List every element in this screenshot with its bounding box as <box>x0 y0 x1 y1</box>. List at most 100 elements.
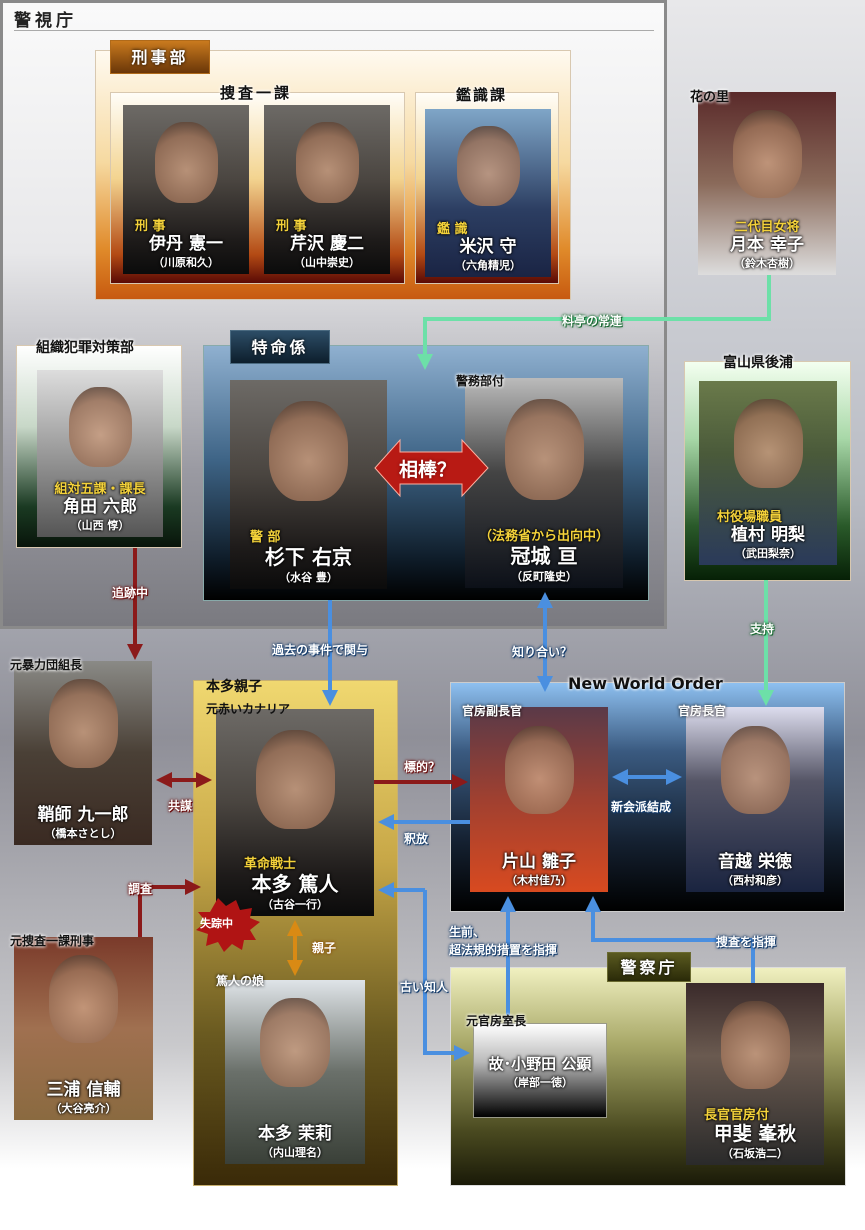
person-card-kakuta[interactable]: 組対五課・課長角田 六郎 （山西 惇） <box>37 370 163 537</box>
person-actor: （橋本さとし） <box>44 827 122 840</box>
person-card-onoda[interactable]: 故･小野田 公顕（岸部一徳） <box>473 1023 607 1118</box>
kaburagi-position-label: 警務部付 <box>456 374 505 388</box>
organized-crime-title: 組織犯罪対策部 <box>36 340 134 356</box>
person-role: 刑 事 <box>135 219 166 234</box>
person-actor: （山中崇史） <box>294 256 360 269</box>
person-card-otogoshi[interactable]: 音越 栄徳 （西村和彦） <box>686 707 824 892</box>
person-name: 角田 六郎 <box>63 497 137 517</box>
portrait-image <box>456 125 520 207</box>
criminal-dept-tag: 刑事部 <box>110 40 210 74</box>
person-name: 冠城 亘 <box>510 544 578 568</box>
portrait-image <box>720 1001 790 1089</box>
person-caption: 警 部杉下 右京（水谷 豊） <box>230 526 387 585</box>
person-actor: （山西 惇） <box>70 519 130 532</box>
person-card-honda[interactable]: 革命戦士本多 篤人（古谷一行） <box>216 709 374 916</box>
conspiracy-label: 共謀 <box>168 799 193 813</box>
person-caption: 鑑 識米沢 守（六角精児） <box>425 218 551 273</box>
person-caption: 刑 事芹沢 慶二 （山中崇史） <box>264 215 390 270</box>
person-caption: 長官官房付甲斐 峯秋（石坂浩二） <box>686 1104 824 1161</box>
person-actor: （内山理名） <box>262 1146 328 1159</box>
person-role: 革命戦士 <box>244 857 297 872</box>
onoda-position-label: 元官房室長 <box>466 1014 527 1028</box>
person-caption: 片山 雛子（木村佳乃） <box>470 852 608 888</box>
person-card-tsukimoto[interactable]: 二代目女将月本 幸子 （鈴木杏樹） <box>698 92 836 275</box>
release-label: 釈放 <box>404 832 429 846</box>
person-card-miura[interactable]: 三浦 信輔 （大谷亮介） <box>14 937 153 1120</box>
person-actor: （反町隆史） <box>511 570 577 583</box>
person-caption: 鞘師 九一郎（橋本さとし） <box>14 805 152 841</box>
person-caption: 音越 栄徳 （西村和彦） <box>686 852 824 888</box>
toyama-title: 富山県後浦 <box>723 355 793 371</box>
person-card-uemura[interactable]: 村役場職員植村 明梨（武田梨奈） <box>699 381 837 565</box>
person-role: 警 部 <box>250 530 281 545</box>
person-card-mari[interactable]: 本多 茉莉 （内山理名） <box>225 980 365 1164</box>
hananosato-title: 花の里 <box>690 90 730 105</box>
person-caption: 本多 茉莉 （内山理名） <box>225 1124 365 1160</box>
person-actor: （武田梨奈） <box>735 547 801 560</box>
mari-position-label: 篤人の娘 <box>216 974 265 988</box>
person-name: 植村 明梨 <box>731 525 805 545</box>
extralegal-label-2: 超法規的措置を指揮 <box>449 943 558 957</box>
person-caption: 故･小野田 公顕（岸部一徳） <box>474 1054 606 1090</box>
person-actor: （鈴木杏樹） <box>734 257 800 270</box>
npa-tag: 警察庁 <box>607 952 691 982</box>
investigation-label: 調査 <box>128 882 153 896</box>
person-actor: （大谷亮介） <box>50 1102 117 1115</box>
portrait-image <box>733 399 803 488</box>
new-faction-label: 新会派結成 <box>611 800 672 814</box>
person-actor: （六角精児） <box>455 259 521 272</box>
person-card-kaburagi[interactable]: （法務省から出向中）冠城 亘（反町隆史） <box>465 378 623 588</box>
person-caption: 刑 事伊丹 憲一（川原和久） <box>123 215 249 270</box>
person-card-katayama[interactable]: 片山 雛子（木村佳乃） <box>470 707 608 892</box>
person-caption: 二代目女将月本 幸子 （鈴木杏樹） <box>698 216 836 271</box>
person-name: 米沢 守 <box>459 237 517 257</box>
portrait-image <box>154 121 218 203</box>
person-actor: （水谷 豊） <box>279 571 338 584</box>
person-caption: （法務省から出向中）冠城 亘（反町隆史） <box>465 525 623 584</box>
person-actor: （古谷一行） <box>262 898 328 911</box>
person-card-sugishita[interactable]: 警 部杉下 右京（水谷 豊） <box>230 380 387 589</box>
person-card-yonezawa[interactable]: 鑑 識米沢 守（六角精児） <box>425 109 551 277</box>
divider <box>14 30 654 31</box>
portrait-image <box>255 729 335 830</box>
person-card-itami[interactable]: 刑 事伊丹 憲一（川原和久） <box>123 105 249 274</box>
portrait-image <box>48 679 118 768</box>
person-name: 芹沢 慶二 <box>290 234 364 254</box>
honda-family-title: 本多親子 <box>206 679 262 695</box>
person-role: 二代目女将 <box>734 220 800 235</box>
person-caption: 組対五課・課長角田 六郎 （山西 惇） <box>37 478 163 533</box>
parent-child-label: 親子 <box>312 941 337 955</box>
person-name: 本多 茉莉 <box>258 1124 332 1144</box>
portrait-image <box>732 110 802 199</box>
person-actor: （西村和彦） <box>722 874 788 887</box>
person-card-kajishi[interactable]: 鞘師 九一郎（橋本さとし） <box>14 661 152 845</box>
person-actor: （石坂浩二） <box>722 1147 788 1160</box>
portrait-image <box>295 121 359 203</box>
regular-label: 料亭の常連 <box>562 314 623 328</box>
person-card-serizawa[interactable]: 刑 事芹沢 慶二 （山中崇史） <box>264 105 390 274</box>
portrait-image <box>720 725 790 815</box>
nwo-title: New World Order <box>568 674 723 693</box>
extralegal-label-1: 生前、 <box>449 925 486 939</box>
person-name: 月本 幸子 <box>730 235 804 255</box>
person-name: 三浦 信輔 <box>46 1080 121 1100</box>
person-actor: （岸部一徳） <box>507 1076 573 1089</box>
person-actor: （川原和久） <box>153 256 219 269</box>
direct-investigation-label: 捜査を指揮 <box>716 935 777 949</box>
katayama-position-label: 官房副長官 <box>462 704 523 718</box>
person-actor: （木村佳乃） <box>506 874 572 887</box>
partner-label: 相棒？ <box>399 459 457 481</box>
portrait-image <box>48 955 119 1044</box>
target-label: 標的？ <box>404 760 441 774</box>
person-name: 音越 栄徳 <box>718 852 792 872</box>
old-acquaintance-label: 古い知人 <box>400 980 449 994</box>
forensics-title: 鑑識課 <box>456 86 508 104</box>
portrait-image <box>504 725 574 815</box>
person-role: 組対五課・課長 <box>54 482 146 497</box>
person-role: 刑 事 <box>276 219 307 234</box>
person-caption: 革命戦士本多 篤人（古谷一行） <box>216 853 374 912</box>
tokumei-tag: 特命係 <box>230 330 330 364</box>
portrait-image <box>269 400 348 502</box>
acquaintance-label: 知り合い？ <box>512 645 573 659</box>
person-card-kai[interactable]: 長官官房付甲斐 峯秋（石坂浩二） <box>686 983 824 1165</box>
